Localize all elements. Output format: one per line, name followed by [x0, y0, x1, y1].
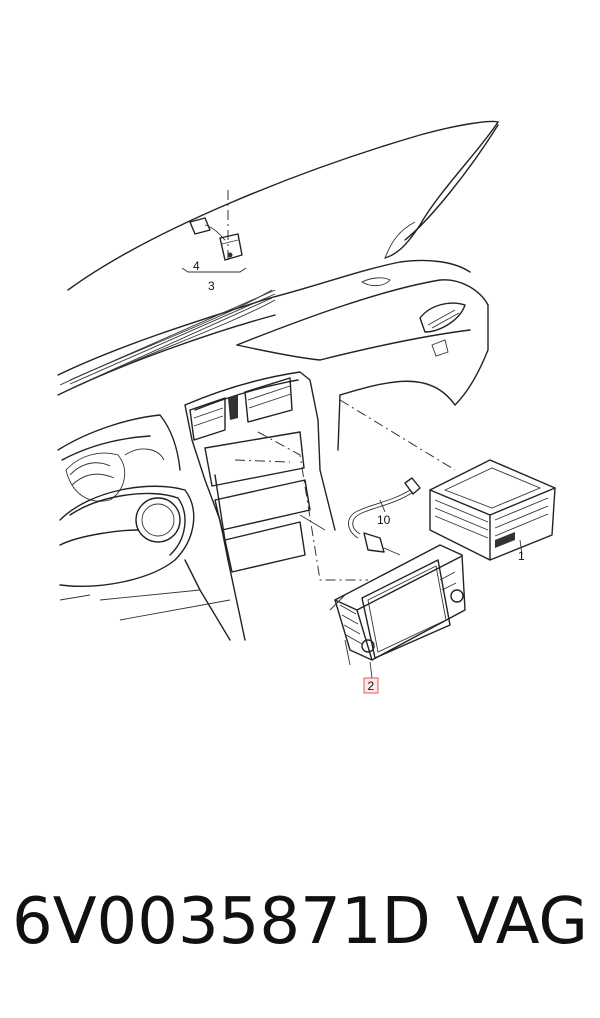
callout-1: 1 — [518, 549, 525, 563]
dashboard — [57, 259, 489, 641]
callout-4: 4 — [193, 259, 200, 273]
sensor-module: 4 3 — [181, 217, 247, 293]
callout-2: 2 — [368, 679, 375, 693]
antenna-cable: 10 — [348, 477, 421, 556]
control-unit: 1 — [429, 459, 556, 563]
leader-lines — [227, 190, 456, 581]
head-unit — [329, 544, 466, 679]
callout-10: 10 — [377, 513, 391, 527]
callout-3: 3 — [208, 279, 215, 293]
part-number-label: 6V0035871D — [12, 885, 431, 959]
windshield — [67, 120, 499, 291]
callout-2-box[interactable]: 2 — [363, 677, 379, 694]
footer: 6V0035871D VAG — [0, 890, 600, 1000]
exploded-parts-diagram: 4 3 1 10 2 — [57, 120, 556, 694]
brand-label: VAG — [456, 885, 588, 959]
